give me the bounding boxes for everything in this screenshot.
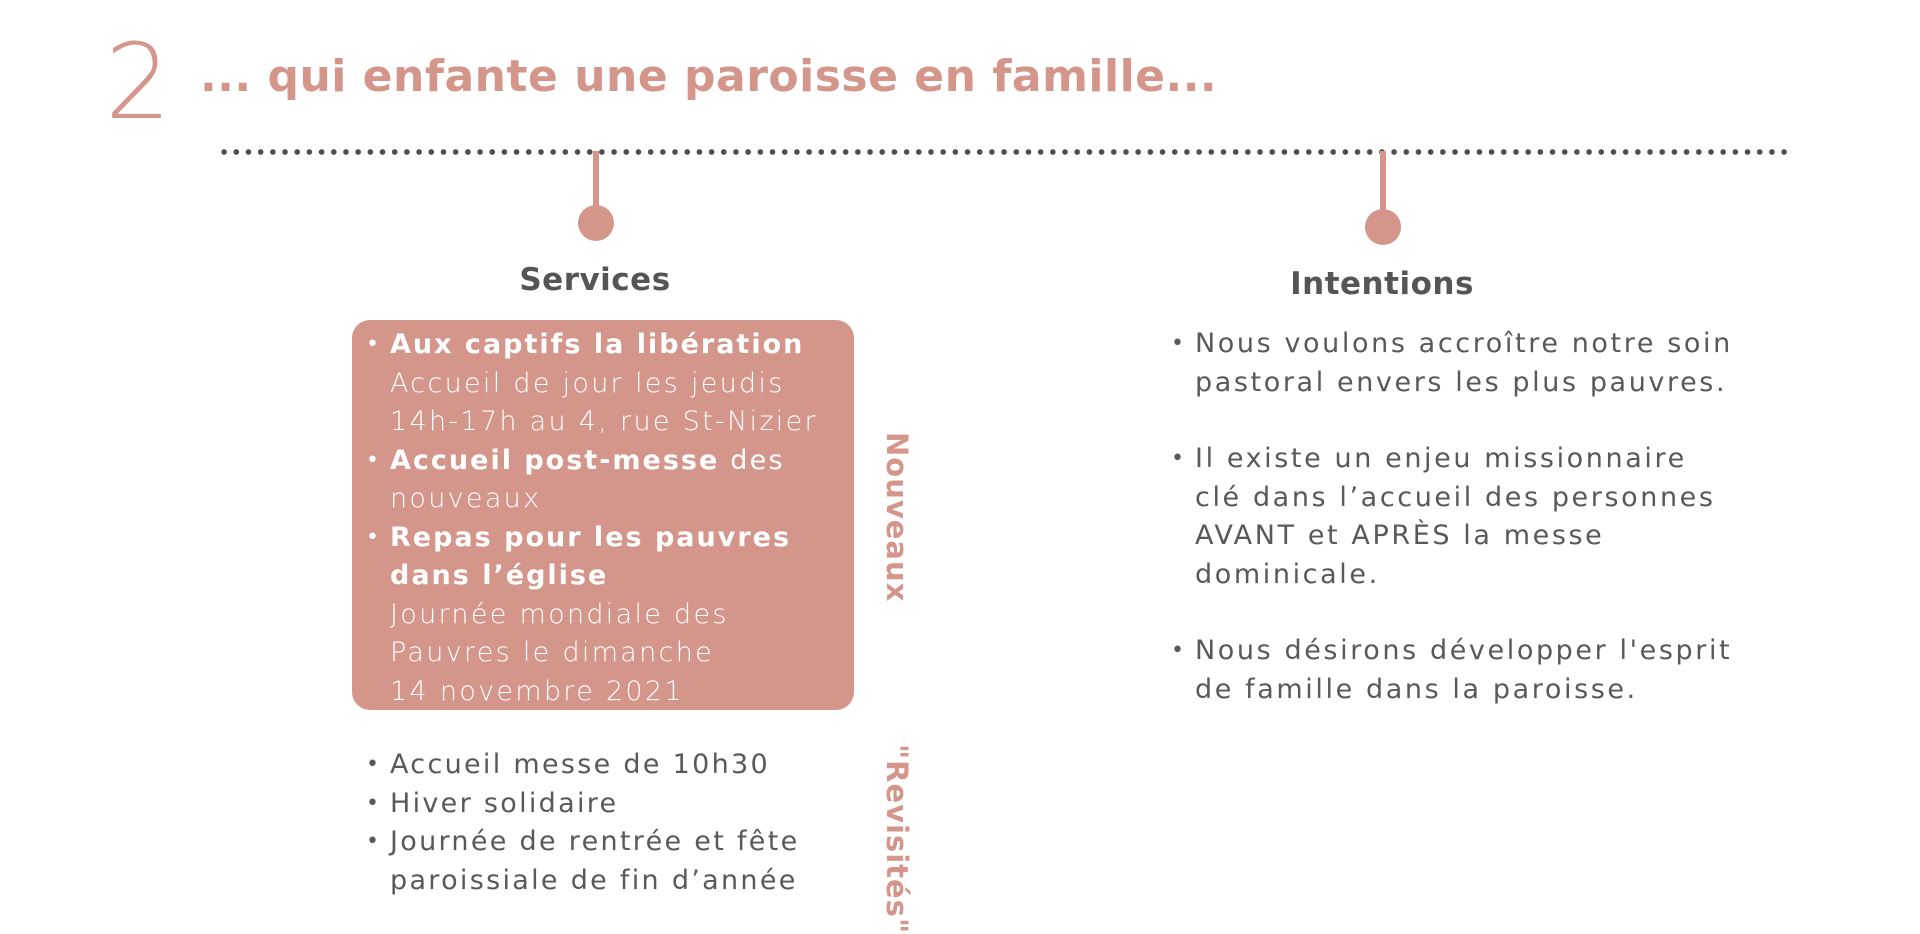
timeline-stem-intentions — [1380, 151, 1386, 213]
new-service-detail: 14h-17h au 4, rue St-Nizier — [390, 406, 818, 437]
intentions-heading: Intentions — [1290, 266, 1474, 302]
new-service-detail: Journée mondiale des — [390, 598, 729, 630]
new-service-title: Aux captifs la libération — [390, 329, 805, 360]
revisited-service-item: Accueil messe de 10h30 — [366, 746, 870, 785]
revisited-services-list: Accueil messe de 10h30 Hiver solidaire J… — [366, 746, 870, 900]
services-heading: Services — [519, 262, 671, 298]
intention-item: Nous désirons développer l'esprit de fam… — [1171, 632, 1735, 709]
intention-item: Nous voulons accroître notre soin pastor… — [1171, 325, 1735, 402]
new-service-title: Accueil post-messe — [390, 444, 720, 476]
timeline-stem-services — [593, 151, 599, 211]
new-service-detail: Accueil de jour les jeudis — [390, 367, 785, 399]
new-service-item: Accueil post-messe des nouveaux — [366, 442, 846, 519]
new-services-box: Aux captifs la libération Accueil de jou… — [352, 320, 854, 710]
new-service-title: Repas pour les pauvres dans l’église — [390, 521, 792, 592]
timeline-node-intentions — [1365, 209, 1401, 245]
timeline-node-services — [578, 205, 614, 241]
new-service-item: Aux captifs la libération Accueil de jou… — [366, 326, 846, 442]
new-service-detail: nouveaux — [390, 483, 542, 514]
intentions-list: Nous voulons accroître notre soin pastor… — [1171, 325, 1735, 747]
new-services-label: Nouveaux — [880, 432, 914, 603]
new-service-item: Repas pour les pauvres dans l’église Jou… — [366, 519, 846, 712]
revisited-services-label: "Revisités" — [880, 744, 914, 934]
timeline-dotted-line — [218, 148, 1790, 156]
new-services-list: Aux captifs la libération Accueil de jou… — [366, 326, 846, 712]
intention-item: Il existe un enjeu missionnaire clé dans… — [1171, 440, 1735, 594]
revisited-service-item: Journée de rentrée et fête paroissiale d… — [366, 823, 870, 900]
new-service-detail: Pauvres le dimanche — [390, 637, 715, 668]
section-title: ... qui enfante une paroisse en famille.… — [200, 51, 1218, 102]
revisited-service-item: Hiver solidaire — [366, 785, 870, 824]
new-service-detail: 14 novembre 2021 — [390, 675, 684, 707]
section-number: 2 — [105, 21, 171, 143]
new-service-title-suffix: des — [719, 444, 785, 476]
